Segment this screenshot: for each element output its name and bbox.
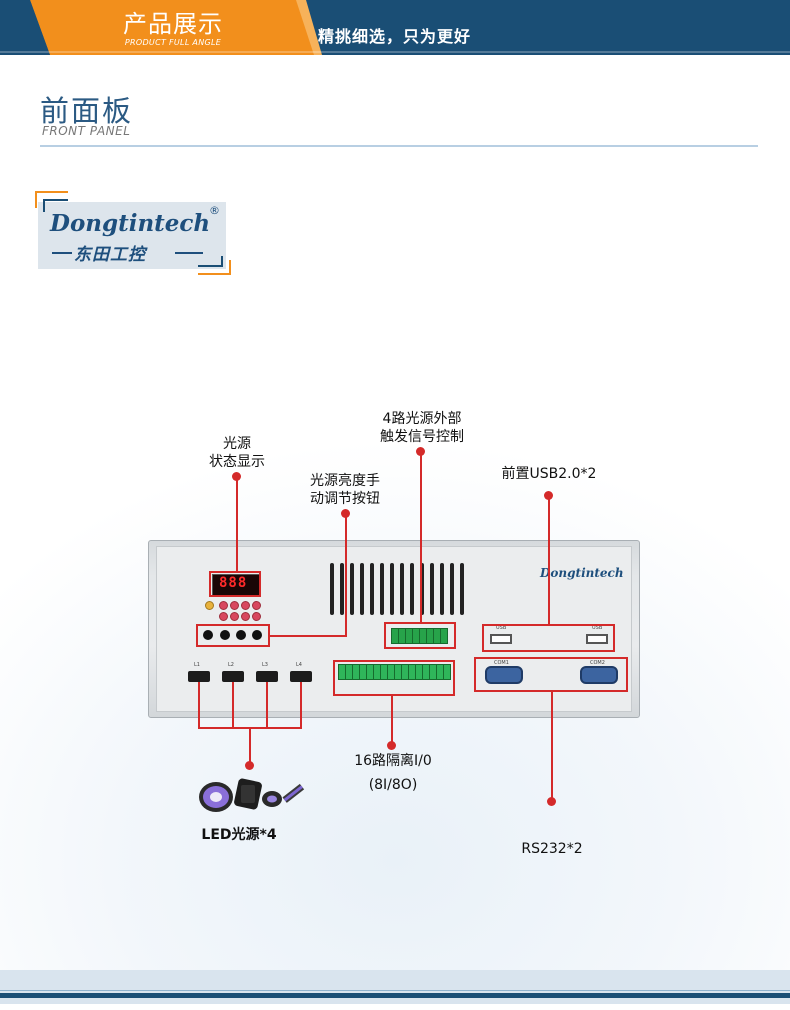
vent-slot <box>350 563 354 615</box>
callout-led-line <box>232 682 234 728</box>
vent-slot <box>400 563 404 615</box>
vent-slot <box>440 563 444 615</box>
rs232-highlight <box>474 657 628 692</box>
section-title: 前面板 <box>40 94 134 128</box>
io-terminal-pin <box>443 664 451 680</box>
section-subtitle: FRONT PANEL <box>42 124 131 138</box>
footer-band <box>0 970 790 1004</box>
status-led <box>230 601 239 610</box>
usb-highlight <box>482 624 615 652</box>
callout-status-label: 光源状态显示 <box>209 436 265 470</box>
port-label-l4: L4 <box>296 662 302 668</box>
logo-chinese-name: 东田工控 <box>74 245 146 265</box>
up-button[interactable] <box>236 630 246 640</box>
logo-corner-brackets <box>35 191 231 275</box>
channel-button[interactable] <box>203 630 213 640</box>
callout-led-line <box>300 682 302 728</box>
vent-slot <box>450 563 454 615</box>
callout-trigger-dot <box>416 447 425 456</box>
callout-io-label: 16路隔离I/0(8I/8O) <box>354 753 432 793</box>
vent-slot <box>410 563 414 615</box>
vent-slot <box>360 563 364 615</box>
vent-slot <box>380 563 384 615</box>
light-port-l1[interactable] <box>188 671 210 682</box>
status-led <box>252 601 261 610</box>
callout-status-dot <box>232 472 241 481</box>
callout-rs232-label: RS232*2 <box>521 841 583 857</box>
callout-brightness-line-h <box>268 635 347 637</box>
callout-status-line <box>236 480 238 572</box>
logo-dash-left <box>52 252 72 254</box>
device-brand: Dongtintech <box>540 566 624 580</box>
callout-brightness-label: 光源亮度手动调节按钮 <box>310 473 380 507</box>
callout-led-line <box>266 682 268 728</box>
led-light-sources-image <box>199 778 305 812</box>
callout-led-dot <box>245 761 254 770</box>
callout-trigger-line <box>420 455 422 623</box>
usb-port-1[interactable] <box>490 634 512 644</box>
status-led <box>241 601 250 610</box>
callout-brightness-line <box>345 517 347 637</box>
callout-led-line-v <box>249 727 251 765</box>
com-port-label: COM2 <box>590 660 605 666</box>
callout-trigger-label: 4路光源外部触发信号控制 <box>380 411 464 445</box>
logo-panel <box>38 202 226 269</box>
vent-slot <box>460 563 464 615</box>
vent-slot <box>430 563 434 615</box>
light-port-l2[interactable] <box>222 671 244 682</box>
logo-wordmark: Dongtintech <box>50 210 211 237</box>
callout-usb-label: 前置USB2.0*2 <box>501 466 597 482</box>
vent-slot <box>420 563 424 615</box>
buttons-highlight <box>196 624 270 647</box>
callout-led-line <box>198 682 200 728</box>
trigger-terminal-highlight <box>384 622 456 649</box>
callout-usb-line <box>548 499 550 625</box>
usb-port-label: USB <box>592 625 603 631</box>
port-label-l1: L1 <box>194 662 200 668</box>
usb-port-2[interactable] <box>586 634 608 644</box>
light-ports-zone <box>186 668 314 685</box>
callout-rs232-line <box>551 691 553 801</box>
header-tab-shape <box>0 0 790 55</box>
com-port-label: COM1 <box>494 660 509 666</box>
callout-usb-dot <box>544 491 553 500</box>
status-display-highlight <box>209 571 261 597</box>
callout-rs232-dot <box>547 797 556 806</box>
footer-bar <box>0 993 790 998</box>
footer-thin-line <box>0 990 790 991</box>
header-slogan: 精挑细选，只为更好 <box>318 27 472 46</box>
callout-io-line <box>391 695 393 745</box>
down-button[interactable] <box>252 630 262 640</box>
status-led <box>252 612 261 621</box>
status-led <box>230 612 239 621</box>
header-subtitle: PRODUCT FULL ANGLE <box>124 38 222 47</box>
onoff-button[interactable] <box>220 630 230 640</box>
status-led <box>219 612 228 621</box>
vent-slot <box>340 563 344 615</box>
vent-slot <box>370 563 374 615</box>
usb-port-label: USB <box>496 625 507 631</box>
status-led <box>219 601 228 610</box>
io-terminal-highlight <box>333 660 455 696</box>
trigger-terminal-pin <box>440 628 448 644</box>
logo-dash-right <box>175 252 203 254</box>
vent-slot <box>390 563 394 615</box>
com-port-1[interactable] <box>485 666 523 684</box>
callout-io-dot <box>387 741 396 750</box>
vent-slot <box>330 563 334 615</box>
section-divider <box>40 145 758 147</box>
callout-brightness-dot <box>341 509 350 518</box>
light-port-l4[interactable] <box>290 671 312 682</box>
header-title: 产品展示 <box>123 10 223 38</box>
port-label-l3: L3 <box>262 662 268 668</box>
callout-led-label: LED光源*4 <box>201 827 277 843</box>
port-label-l2: L2 <box>228 662 234 668</box>
power-led <box>205 601 214 610</box>
status-led <box>241 612 250 621</box>
logo-registered-mark: ® <box>209 204 220 217</box>
light-port-l3[interactable] <box>256 671 278 682</box>
com-port-2[interactable] <box>580 666 618 684</box>
